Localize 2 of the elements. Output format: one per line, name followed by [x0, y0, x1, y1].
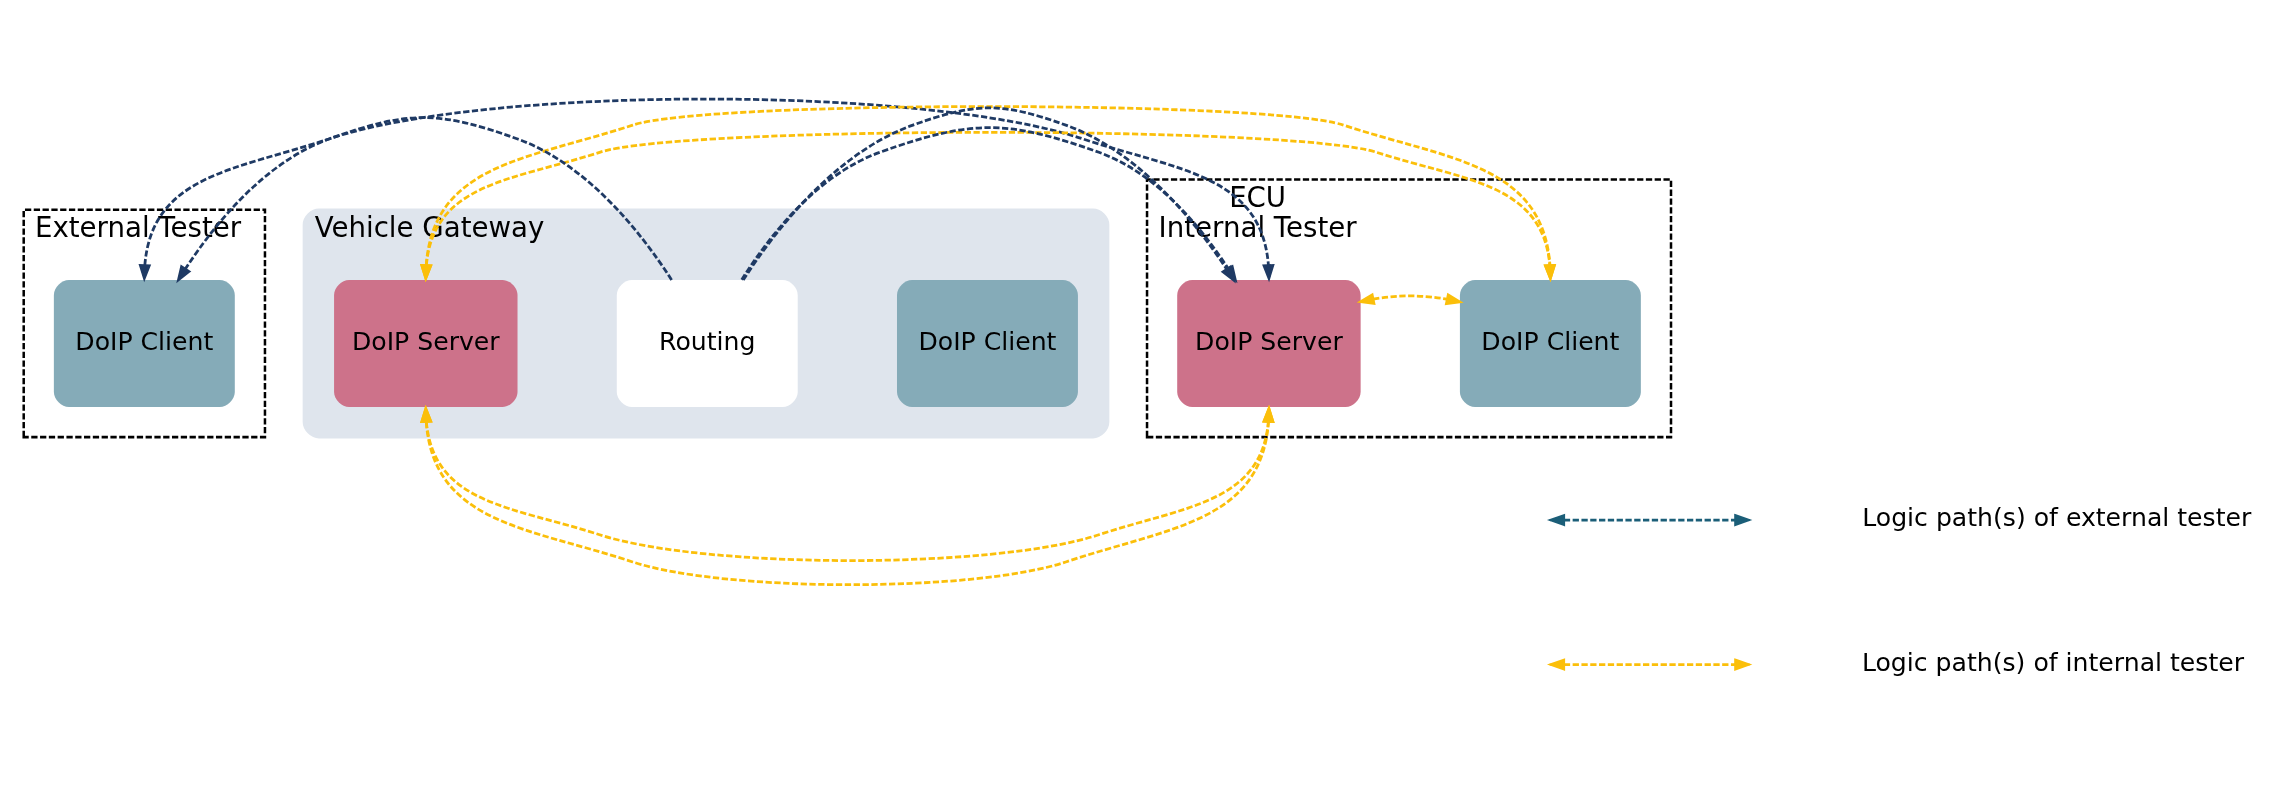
legend-label: Logic path(s) of external tester [1862, 502, 2252, 532]
legend-label: Logic path(s) of internal tester [1861, 647, 2245, 677]
